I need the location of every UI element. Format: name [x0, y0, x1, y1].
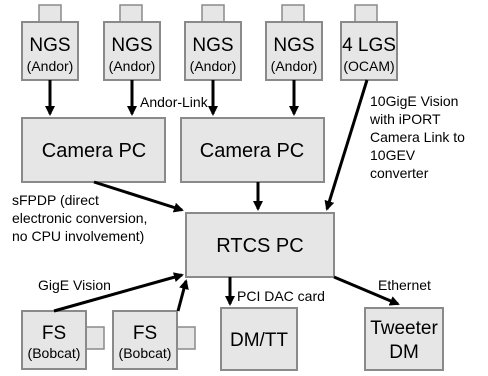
camera-box	[265, 21, 323, 81]
ngs-camera-4: NGS (Andor)	[265, 4, 323, 81]
camera-box	[340, 21, 398, 81]
camera-box	[112, 310, 178, 370]
camera-tab	[119, 4, 143, 23]
camera-pc-2: Camera PC	[180, 117, 325, 183]
label-pci-dac-card: PCI DAC card	[237, 288, 325, 304]
label-line: no CPU involvement)	[12, 228, 144, 244]
label-line: with iPORT	[369, 111, 441, 127]
label-10gige-vision: 10GigE Vision with iPORT Camera Link to …	[369, 93, 465, 181]
node-title: NGS	[111, 35, 152, 56]
label-line: converter	[370, 165, 429, 181]
edge-camera-pc1-to-rtcs	[93, 180, 184, 213]
tweeter-dm-box	[364, 307, 444, 371]
edge-fs2-to-rtcs	[176, 279, 189, 312]
node-subtitle: (Bobcat)	[28, 345, 81, 361]
camera-box	[21, 310, 87, 370]
label-line: Camera Link to	[370, 129, 465, 145]
camera-tab	[176, 326, 196, 350]
node-title-line2: DM	[389, 342, 419, 363]
tweeter-dm: Tweeter DM	[364, 307, 444, 371]
dm-tt-box	[220, 307, 298, 371]
camera-pc-box	[21, 117, 166, 183]
label-sfpdp: sFPDP (direct electronic conversion, no …	[12, 192, 147, 244]
rtcs-pc: RTCS PC	[185, 212, 335, 278]
edge-lgs-to-rtcs	[324, 79, 369, 211]
node-title: DM/TT	[230, 330, 288, 351]
camera-pc-box	[180, 117, 325, 183]
node-title: NGS	[29, 35, 70, 56]
node-title: FS	[42, 323, 66, 344]
ngs-camera-2: NGS (Andor)	[103, 4, 161, 81]
rtcs-pc-box	[185, 212, 335, 278]
camera-tab	[201, 4, 225, 23]
label-ethernet: Ethernet	[378, 277, 431, 293]
label-line: sFPDP (direct	[12, 192, 99, 208]
ngs-camera-3: NGS (Andor)	[184, 4, 242, 81]
ngs-camera-1: NGS (Andor)	[21, 4, 79, 81]
node-title: FS	[133, 323, 157, 344]
node-subtitle: (Andor)	[190, 58, 237, 74]
camera-tab	[38, 4, 62, 23]
label-line: 10GEV	[370, 147, 416, 163]
node-subtitle: (OCAM)	[343, 58, 394, 74]
node-title: Camera PC	[200, 140, 304, 162]
label-line: 10GigE Vision	[370, 93, 458, 109]
label-gige-vision: GigE Vision	[38, 277, 111, 293]
camera-tab	[85, 326, 105, 350]
node-title: Camera PC	[42, 140, 146, 162]
node-title-line1: Tweeter	[370, 318, 438, 339]
camera-box	[21, 21, 79, 81]
lgs-camera: 4 LGS (OCAM)	[340, 4, 398, 81]
label-line: electronic conversion,	[12, 210, 147, 226]
node-title: NGS	[192, 35, 233, 56]
camera-pc-1: Camera PC	[21, 117, 166, 183]
node-title: 4 LGS	[342, 35, 396, 56]
camera-tab	[354, 4, 378, 23]
fs-camera-1: FS (Bobcat)	[21, 310, 105, 370]
label-andor-link: Andor-Link	[140, 94, 209, 110]
fs-camera-2: FS (Bobcat)	[112, 310, 196, 370]
node-title: RTCS PC	[216, 235, 303, 257]
node-subtitle: (Bobcat)	[119, 345, 172, 361]
edge-rtcs-to-tweeter	[333, 275, 400, 306]
node-subtitle: (Andor)	[27, 58, 74, 74]
camera-tab	[281, 4, 305, 23]
node-subtitle: (Andor)	[271, 58, 318, 74]
node-subtitle: (Andor)	[109, 58, 156, 74]
node-title: NGS	[273, 35, 314, 56]
dm-tt: DM/TT	[220, 307, 298, 371]
edge-fs1-to-rtcs	[53, 272, 184, 313]
